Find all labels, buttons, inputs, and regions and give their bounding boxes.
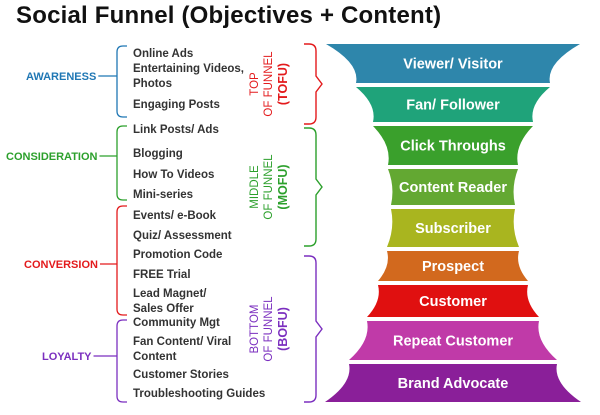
section-bracket <box>304 255 323 403</box>
content-item: Troubleshooting Guides <box>133 388 265 400</box>
content-item: Quiz/ Assessment <box>133 230 232 242</box>
funnel-band-brand-advocate: Brand Advocate <box>325 364 581 402</box>
funnel-band-shape <box>373 126 533 165</box>
funnel-section-label: (BOFU) <box>276 307 290 351</box>
section-bracket <box>304 127 323 247</box>
funnel-band-content-reader: Content Reader <box>388 169 518 205</box>
content-item: Promotion Code <box>133 249 222 261</box>
funnel-band-shape <box>349 321 557 360</box>
funnel-band-label: Click Throughs <box>400 139 506 155</box>
funnel-band-fan-follower: Fan/ Follower <box>356 87 550 122</box>
stage-label-conversion: CONVERSION <box>24 259 98 271</box>
funnel-band-shape <box>325 364 581 402</box>
funnel-band-label: Subscriber <box>415 221 491 237</box>
content-item: Link Posts/ Ads <box>133 124 219 136</box>
funnel-section-label: OF FUNNEL <box>263 296 275 362</box>
funnel-band-label: Viewer/ Visitor <box>403 57 503 73</box>
stage-group-consideration: CONSIDERATION Link Posts/ AdsBloggingHow … <box>6 124 219 201</box>
content-item: Photos <box>133 78 172 90</box>
funnel-band-label: Fan/ Follower <box>406 98 500 114</box>
funnel-section-label: OF FUNNEL <box>263 51 275 117</box>
funnel-section-label: OF FUNNEL <box>263 154 275 220</box>
stage-label-awareness: AWARENESS <box>26 71 96 83</box>
funnel-band-shape <box>387 209 519 247</box>
funnel-band-shape <box>367 285 539 317</box>
funnel-band-shape <box>326 44 580 83</box>
stage-bracket <box>116 319 127 403</box>
stage-label-consideration: CONSIDERATION <box>6 151 98 163</box>
funnel-band-label: Prospect <box>422 259 484 275</box>
funnel-band-subscriber: Subscriber <box>387 209 519 247</box>
content-item: FREE Trial <box>133 269 191 281</box>
content-item: Lead Magnet/ <box>133 288 207 300</box>
content-item: Blogging <box>133 148 183 160</box>
funnel-band-label: Repeat Customer <box>393 334 513 350</box>
content-item: Sales Offer <box>133 303 194 315</box>
funnel-band-label: Brand Advocate <box>398 376 509 392</box>
funnel-section-label: (MOFU) <box>276 164 290 209</box>
funnel-band-shape <box>356 87 550 122</box>
page-title: Social Funnel (Objectives + Content) <box>16 2 442 29</box>
content-item: Online Ads <box>133 48 193 60</box>
stage-bracket <box>116 45 127 118</box>
funnel-section-label: BOTTOM <box>249 305 261 354</box>
funnel-section-label: MIDDLE <box>249 165 261 209</box>
funnel-band-shape <box>378 251 528 281</box>
funnel-band-customer: Customer <box>367 285 539 317</box>
content-item: Events/ e-Book <box>133 210 217 222</box>
content-item: Community Mgt <box>133 317 220 329</box>
funnel-band-label: Content Reader <box>399 180 507 196</box>
content-item: Content <box>133 351 177 363</box>
content-item: Fan Content/ Viral <box>133 336 231 348</box>
stage-label-loyalty: LOYALTY <box>42 351 92 363</box>
content-item: How To Videos <box>133 169 214 181</box>
funnel-band-viewer-visitor: Viewer/ Visitor <box>326 44 580 83</box>
content-item: Mini-series <box>133 189 193 201</box>
content-item: Engaging Posts <box>133 99 220 111</box>
funnel-section-label: (TOFU) <box>276 63 290 105</box>
content-item: Entertaining Videos, <box>133 63 244 75</box>
funnel-band-label: Customer <box>419 294 487 310</box>
funnel-section-label: TOP <box>249 72 261 96</box>
funnel-band-prospect: Prospect <box>378 251 528 281</box>
stage-bracket <box>116 205 127 316</box>
section-bracket <box>304 43 323 125</box>
content-item: Customer Stories <box>133 369 229 381</box>
funnel-band-repeat-customer: Repeat Customer <box>349 321 557 360</box>
stage-bracket <box>116 125 127 201</box>
funnel-band-shape <box>388 169 518 205</box>
funnel-band-click-throughs: Click Throughs <box>373 126 533 165</box>
